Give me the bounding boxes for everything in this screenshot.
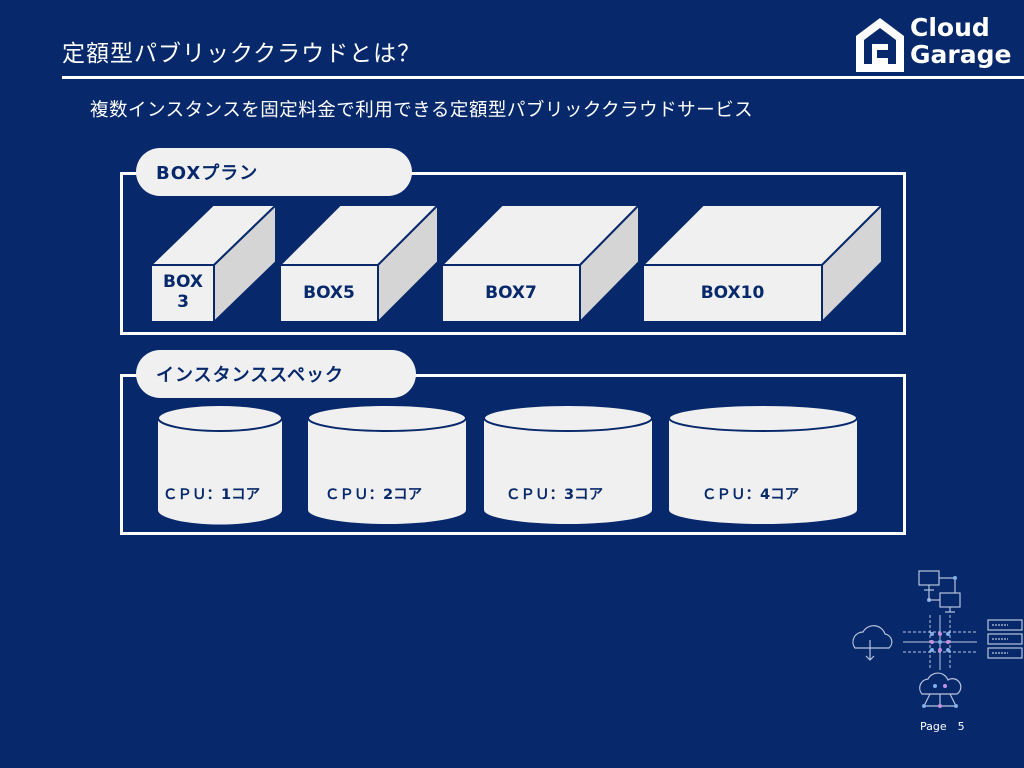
box10-label: BOX10 [700, 283, 765, 303]
box7-label: BOX7 [485, 283, 537, 303]
box3-shape [148, 202, 279, 325]
cloud-network-icon [919, 672, 962, 708]
network-monitor-icon [918, 570, 961, 613]
spec-cylinder-2 [307, 404, 467, 524]
box3-label-line1: BOX [163, 272, 203, 292]
spec-2-ssd: ＳＳＤ：100GB [325, 607, 437, 623]
box-plan-panel [120, 172, 906, 335]
page-title: 定額型パブリッククラウドとは？ [62, 41, 422, 67]
spec-1-text: ＣＰＵ：1コア メモリ：1GB ＳＳＤ：50GB [163, 445, 264, 665]
spec-1-memory: メモリ：1GB [163, 547, 255, 563]
logo-line-2: Garage [910, 40, 1012, 69]
spec-4-ssd: ＳＳＤ：200GB [702, 607, 814, 623]
box5-shape [277, 202, 441, 325]
instance-spec-label: インスタンススペック [136, 350, 416, 398]
spec-4-memory: メモリ：8GB [702, 547, 794, 563]
title-divider [62, 76, 1024, 79]
page-number: Page 5 [920, 720, 965, 733]
logo-line-1: Cloud [910, 13, 990, 42]
spec-1-cpu: ＣＰＵ：1コア [163, 487, 261, 503]
server-rack-icon [987, 619, 1023, 659]
spec-cylinder-3 [483, 404, 653, 524]
logo-wordmark: Cloud Garage [910, 14, 1011, 68]
spec-4-cpu: ＣＰＵ：4コア [702, 487, 800, 503]
cloud-logo-icon [856, 18, 904, 72]
box-plan-label: BOXプラン [136, 148, 412, 196]
cloud-sync-icon [852, 625, 893, 661]
spec-cylinder-1 [157, 404, 283, 525]
box3-label: BOX 3 [152, 272, 214, 312]
instance-spec-panel [120, 374, 906, 535]
box5-label: BOX5 [303, 283, 355, 303]
circuit-chip-icon [903, 615, 977, 670]
box3-label-line2: 3 [177, 292, 189, 312]
box7-shape [439, 202, 642, 325]
spec-3-ssd: ＳＳＤ：150GB [506, 607, 618, 623]
spec-3-text: ＣＰＵ：3コア メモリ：4GB ＳＳＤ：150GB [506, 445, 617, 665]
spec-4-text: ＣＰＵ：4コア メモリ：8GB ＳＳＤ：200GB [702, 445, 813, 665]
spec-2-cpu: ＣＰＵ：2コア [325, 487, 423, 503]
spec-3-cpu: ＣＰＵ：3コア [506, 487, 604, 503]
spec-1-ssd: ＳＳＤ：50GB [163, 607, 265, 623]
spec-cylinder-4 [668, 404, 858, 524]
spec-2-text: ＣＰＵ：2コア メモリ：2GB ＳＳＤ：100GB [325, 445, 436, 665]
box10-shape [640, 202, 885, 325]
page-subtitle: 複数インスタンスを固定料金で利用できる定額型パブリッククラウドサービス [90, 100, 754, 121]
spec-2-memory: メモリ：2GB [325, 547, 417, 563]
spec-3-memory: メモリ：4GB [506, 547, 598, 563]
